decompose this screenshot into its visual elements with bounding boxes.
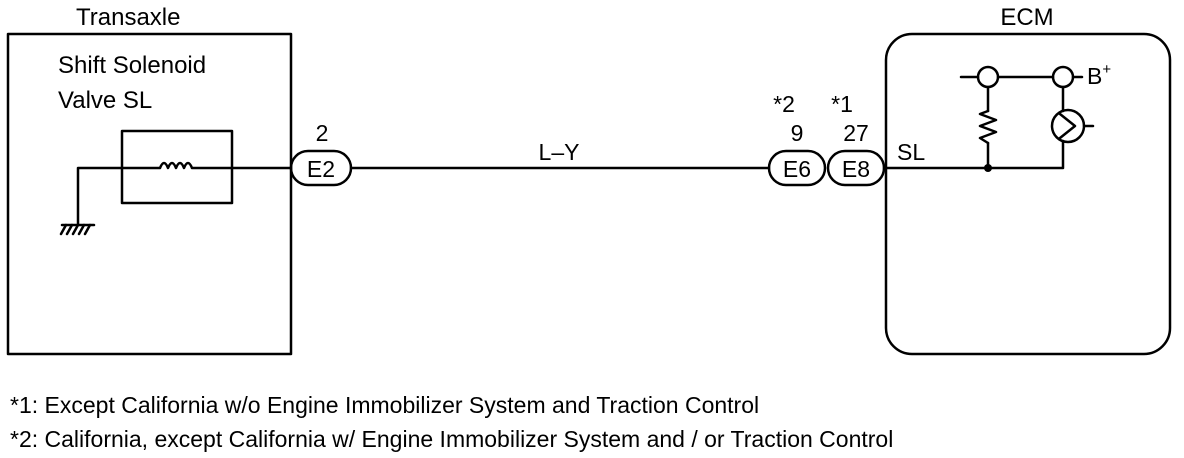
solenoid-coil [120,161,234,170]
b-plus-text: B [1087,63,1102,89]
transaxle-title: Transaxle [76,4,180,31]
transistor-symbol [1058,112,1095,140]
component-name-line1: Shift Solenoid [58,52,206,79]
e6-note-ref: *2 [773,91,795,117]
b-plus-superscript: + [1102,61,1111,78]
transaxle-box [6,32,293,356]
resistor-icon [978,109,998,145]
transistor-icon [1050,108,1086,144]
e8-note-ref: *1 [831,91,853,117]
terminal-right-icon [1051,65,1075,89]
e8-pin-number: 27 [843,120,869,146]
e2-pin-number: 2 [316,120,329,146]
transistor-return-wire [986,139,1065,170]
ground-icon [59,223,96,236]
sl-terminal-label: SL [897,139,925,165]
ecm-box [884,32,1172,356]
b-plus-label: B+ [1087,61,1111,89]
junction-dot [984,164,992,172]
e8-connector-label: E8 [842,156,870,182]
wire-color-code: L–Y [539,139,580,165]
footnote-2: *2: California, except California w/ Eng… [10,426,894,452]
footnote-1: *1: Except California w/o Engine Immobil… [10,392,760,418]
ground-wire [76,166,124,227]
component-name-line2: Valve SL [58,87,152,114]
ecm-title: ECM [1000,4,1053,31]
e2-connector-label: E2 [307,156,335,182]
terminal-left-icon [976,65,1000,89]
e6-pin-number: 9 [791,120,804,146]
e6-connector-label: E6 [783,156,811,182]
connector-e6 [767,149,827,187]
